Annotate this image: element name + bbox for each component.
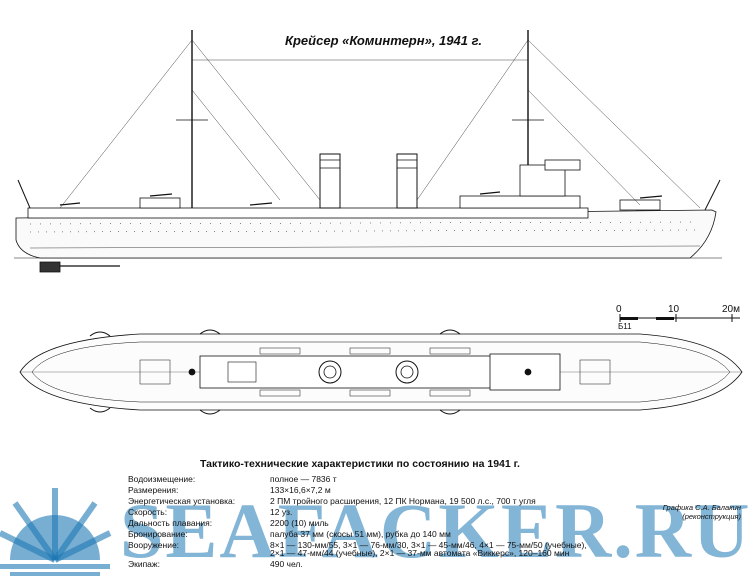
spec-row: Скорость: 12 уз.: [128, 507, 292, 517]
scale-label-end: 20м: [722, 304, 740, 315]
spec-value: 2 ПМ тройного расширения, 12 ПК Нормана,…: [270, 496, 536, 506]
credit-line-1: Графика С.А. Балакин: [662, 503, 741, 512]
watermark-sun-logo: [0, 488, 112, 576]
drawing-title: Крейсер «Коминтерн», 1941 г.: [285, 33, 482, 48]
side-profile: [14, 30, 722, 273]
scale-label-zero: 0: [616, 304, 622, 315]
scale-bar: [619, 314, 740, 322]
scale-label-sub: Б11: [618, 322, 632, 331]
spec-key: Бронирование:: [128, 529, 188, 539]
spec-value: 2200 (10) миль: [270, 518, 329, 528]
spec-key: Энергетическая установка:: [128, 496, 236, 506]
spec-value: 490 чел.: [270, 559, 303, 569]
credit-line-2: (реконструкция): [682, 512, 741, 521]
scale-label-mid: 10: [668, 304, 680, 315]
spec-row: Экипаж: 490 чел.: [128, 559, 303, 569]
spec-row: 2×1 — 47-мм/44 (учебные), 2×1 — 37-мм ав…: [128, 548, 569, 558]
spec-row: Вооружение: 8×1 — 130-мм/55, 3×1 — 76-мм/…: [128, 540, 587, 550]
spec-key: Экипаж:: [128, 559, 160, 569]
credit: Графика С.А. Балакин (реконструкция): [651, 503, 741, 521]
spec-key: Водоизмещение:: [128, 474, 196, 484]
plan-view: [19, 329, 743, 415]
spec-row: Размерения: 133×16,6×7,2 м: [128, 485, 331, 495]
spec-row: Водоизмещение: полное — 7836 т: [128, 474, 337, 484]
spec-value: 2×1 — 47-мм/44 (учебные), 2×1 — 37-мм ав…: [270, 548, 570, 558]
watermark-text: SEAFACKER.RU: [120, 487, 752, 574]
spec-key: Скорость:: [128, 507, 168, 517]
spec-key: Вооружение:: [128, 540, 180, 550]
spec-key: Размерения:: [128, 485, 179, 495]
spec-value: полное — 7836 т: [270, 474, 337, 484]
spec-row: Бронирование: палуба 37 мм (скосы 51 мм),…: [128, 529, 451, 539]
spec-value: палуба 37 мм (скосы 51 мм), рубка до 140…: [270, 529, 451, 539]
spec-key: Дальность плавания:: [128, 518, 213, 528]
specs-heading: Тактико-технические характеристики по со…: [200, 458, 520, 470]
spec-value: 12 уз.: [270, 507, 293, 517]
spec-value: 8×1 — 130-мм/55, 3×1 — 76-мм/30, 3×1 — 4…: [270, 540, 587, 550]
spec-row: Энергетическая установка: 2 ПМ тройного р…: [128, 496, 536, 506]
spec-value: 133×16,6×7,2 м: [270, 485, 331, 495]
spec-row: Дальность плавания: 2200 (10) миль: [128, 518, 329, 528]
